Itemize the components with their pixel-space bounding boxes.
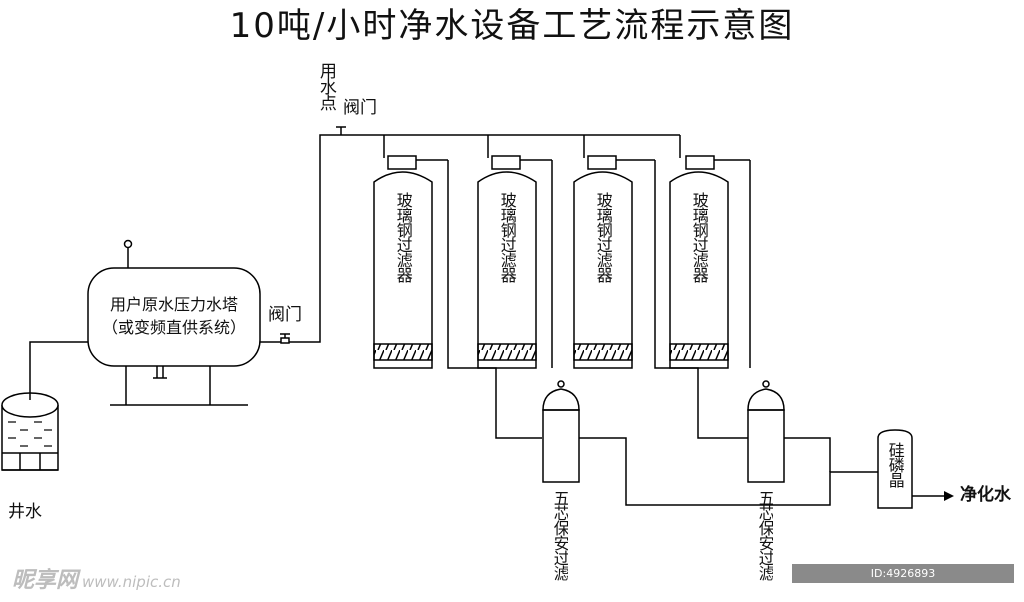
output-arrow-icon [944,491,954,501]
filter-2-label: 玻璃钢过滤器 [497,192,517,282]
filter-3-label: 玻璃钢过滤器 [593,192,613,282]
use-point-label: 用水点 [315,62,336,110]
tower-label-line2: （或变频直供系统） [101,318,246,337]
outlet-valve-symbol [280,333,290,344]
filter-4-label: 玻璃钢过滤器 [689,192,709,282]
well-tank [1,392,59,471]
silicon-phosphate-vessel [877,429,913,509]
cartridge-filter-1 [542,380,580,483]
watermark-url: www.nipic.cn [82,573,181,591]
outlet-valve-label: 阀门 [268,305,302,325]
page-title: 10吨/小时净水设备工艺流程示意图 [229,6,795,46]
glass-fiber-filter-2 [477,135,552,369]
cartridge-filter-1-label: 五芯保安过滤 [551,490,568,580]
use-point-valve-symbol [336,126,346,135]
silicon-phosphate-label: 硅磷晶 [885,442,905,487]
glass-fiber-filter-1 [373,135,448,369]
glass-fiber-filter-4 [669,135,750,369]
use-point-valve-label: 阀门 [343,98,377,118]
cartridge-filter-2 [747,380,785,483]
purified-water-label: 净化水 [960,485,1011,505]
watermark-id: ID:4926893 NO:20180706112340651512 [792,564,1014,599]
pressure-tower [87,239,261,406]
well-water-label: 井水 [8,502,42,522]
cartridge-filter-2-label: 五芯保安过滤 [756,490,773,580]
tower-label-line1: 用户原水压力水塔 [109,295,238,314]
glass-fiber-filter-3 [573,135,655,369]
watermark-brand-name: 昵享网 [12,568,79,593]
filter-1-label: 玻璃钢过滤器 [393,192,413,282]
